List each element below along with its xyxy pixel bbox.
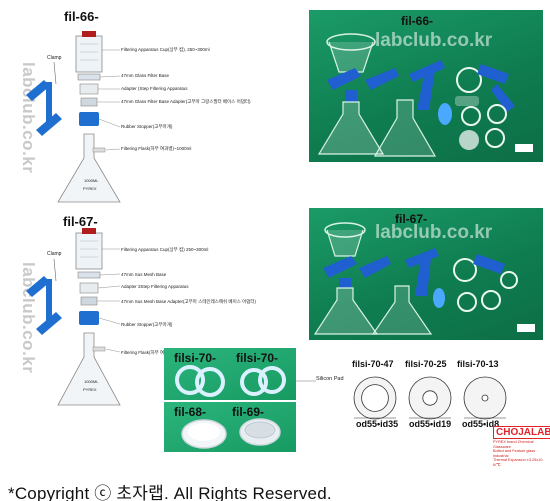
fil66-rubber-stopper-icon	[79, 112, 99, 126]
fil67-mesh-base-icon	[77, 271, 101, 279]
fil66-adapter-icon	[79, 83, 99, 95]
brand-note-line-3: Thermal Expansion ±3.25x10-6/℃	[493, 458, 544, 467]
fil66-product-photo: fil-66- labclub.co.kr	[309, 10, 543, 162]
fil66-filter-base-icon	[77, 73, 101, 81]
fil67-model-title: fil-67-	[63, 214, 98, 229]
silicon-pad-label: Silicon Pad	[316, 376, 344, 382]
filter-base-drawing	[181, 418, 281, 449]
ring-25-dims: od55•id19	[409, 419, 452, 429]
fil67-clamp-label: Clamp	[47, 251, 62, 257]
fil67-callout-stopper: Rubber Stopper(고무마개)	[121, 322, 173, 327]
fil66-flask-volume: 1000ML	[84, 178, 99, 183]
fil66-flask-brand: PYREX	[83, 186, 97, 191]
ring-47-model: filsi-70-47	[352, 359, 394, 369]
fil67-flask-icon	[57, 332, 121, 406]
fil66-clamp-label: Clamp	[47, 55, 62, 61]
ring-25-drawing	[408, 376, 452, 420]
fil66-clamp-icon	[26, 61, 62, 136]
fil67-callout-flask: Filtering Flask(하부 여과병)	[121, 350, 174, 355]
fil66-photo-watermark: labclub.co.kr	[375, 30, 493, 51]
fil67-callout-adapter: Adapter 3Step Filtering Apparatus	[121, 284, 189, 289]
fil66-leader-lines	[97, 49, 121, 151]
silicon-pad-drawing	[175, 365, 286, 397]
fil66-callout-flask: Filtering Flask(하부 여과병)~1000ml	[121, 146, 192, 151]
ring-47-dims: od55•id35	[356, 419, 399, 429]
fil66-photo-drawing	[317, 33, 533, 157]
ring-13-drawing	[463, 376, 507, 420]
base68-label: fil-68-	[174, 405, 207, 419]
silicon-pad-photo: filsi-70- filsi-70-	[164, 348, 296, 400]
ring-13-model: filsi-70-13	[457, 359, 499, 369]
fil67-leader-lines	[97, 248, 121, 353]
fil67-photo-model: fil-67-	[395, 212, 428, 226]
pad-left-label: filsi-70-	[174, 351, 217, 365]
fil67-flask-volume: 1000ML	[84, 379, 99, 384]
fil66-callout-stopper: Rubber Stopper(고무마개)	[121, 124, 173, 129]
brand-note-line-1: PYREX brand Chemical Glassware	[493, 440, 534, 449]
base69-label: fil-69-	[232, 405, 265, 419]
copyright-footer: *Copyright ⓒ 초자랩. All Rights Reserved.	[8, 484, 332, 501]
fil66-callout-base-adapter: 47mm Glass Filter Base Adapter(고무마 그랑스필터…	[121, 99, 251, 104]
fil67-photo-watermark: labclub.co.kr	[375, 222, 493, 243]
fil66-callout-base: 47mm Glass Filter Base	[121, 73, 170, 78]
fil66-base-adapter-icon	[80, 97, 98, 107]
fil66-cup-icon	[75, 31, 103, 73]
ring-47-drawing	[353, 376, 397, 420]
ring-25-model: filsi-70-25	[405, 359, 447, 369]
silicon-pad-leader	[296, 380, 316, 382]
fil66-flask-icon	[57, 133, 121, 203]
fil67-callout-base: 47mm Sus Mesh Base	[121, 272, 167, 277]
fil66-photo-model: fil-66-	[401, 14, 434, 28]
fil67-adapter-icon	[79, 282, 99, 294]
fil67-photo-drawing	[313, 222, 535, 335]
brand-note-line-2: Bolted and Feature glass Industrial	[493, 449, 536, 458]
fil66-callout-cup: Filtering Apparatus Cup(상부 컵), 250~300ml	[121, 47, 210, 52]
ring-13-dims: od55•id8	[462, 419, 500, 429]
fil67-rubber-stopper-icon	[79, 311, 99, 325]
silicon-ring-diagrams	[353, 376, 507, 420]
fil67-base-adapter-icon	[80, 296, 98, 306]
fil66-callout-adapter: Adapter (Step Filtering Apparatus	[121, 86, 188, 91]
brand-logo: CHOJALAB	[493, 426, 550, 439]
fil67-product-photo: fil-67- labclub.co.kr	[309, 208, 543, 340]
fil66-model-title: fil-66-	[64, 9, 99, 24]
fil66-apparatus-diagram	[26, 31, 121, 203]
fil67-callout-base-adapter: 47mm Sus Mesh Base Adapter(고무마 스테인레스메쉬 베…	[121, 299, 257, 304]
fil67-callout-cup: Filtering Apparatus Cup(상부 컵) 250~300ml	[121, 247, 209, 252]
fil67-cup-icon	[75, 228, 103, 270]
fil67-apparatus-diagram	[26, 228, 121, 406]
pad-right-label: filsi-70-	[236, 351, 279, 365]
filter-base-photo: fil-68- fil-69-	[164, 402, 296, 452]
fil67-clamp-icon	[26, 258, 62, 335]
brand-note: PYREX brand Chemical Glassware Bolted an…	[493, 440, 545, 468]
fil67-flask-brand: PYREX	[83, 387, 97, 392]
